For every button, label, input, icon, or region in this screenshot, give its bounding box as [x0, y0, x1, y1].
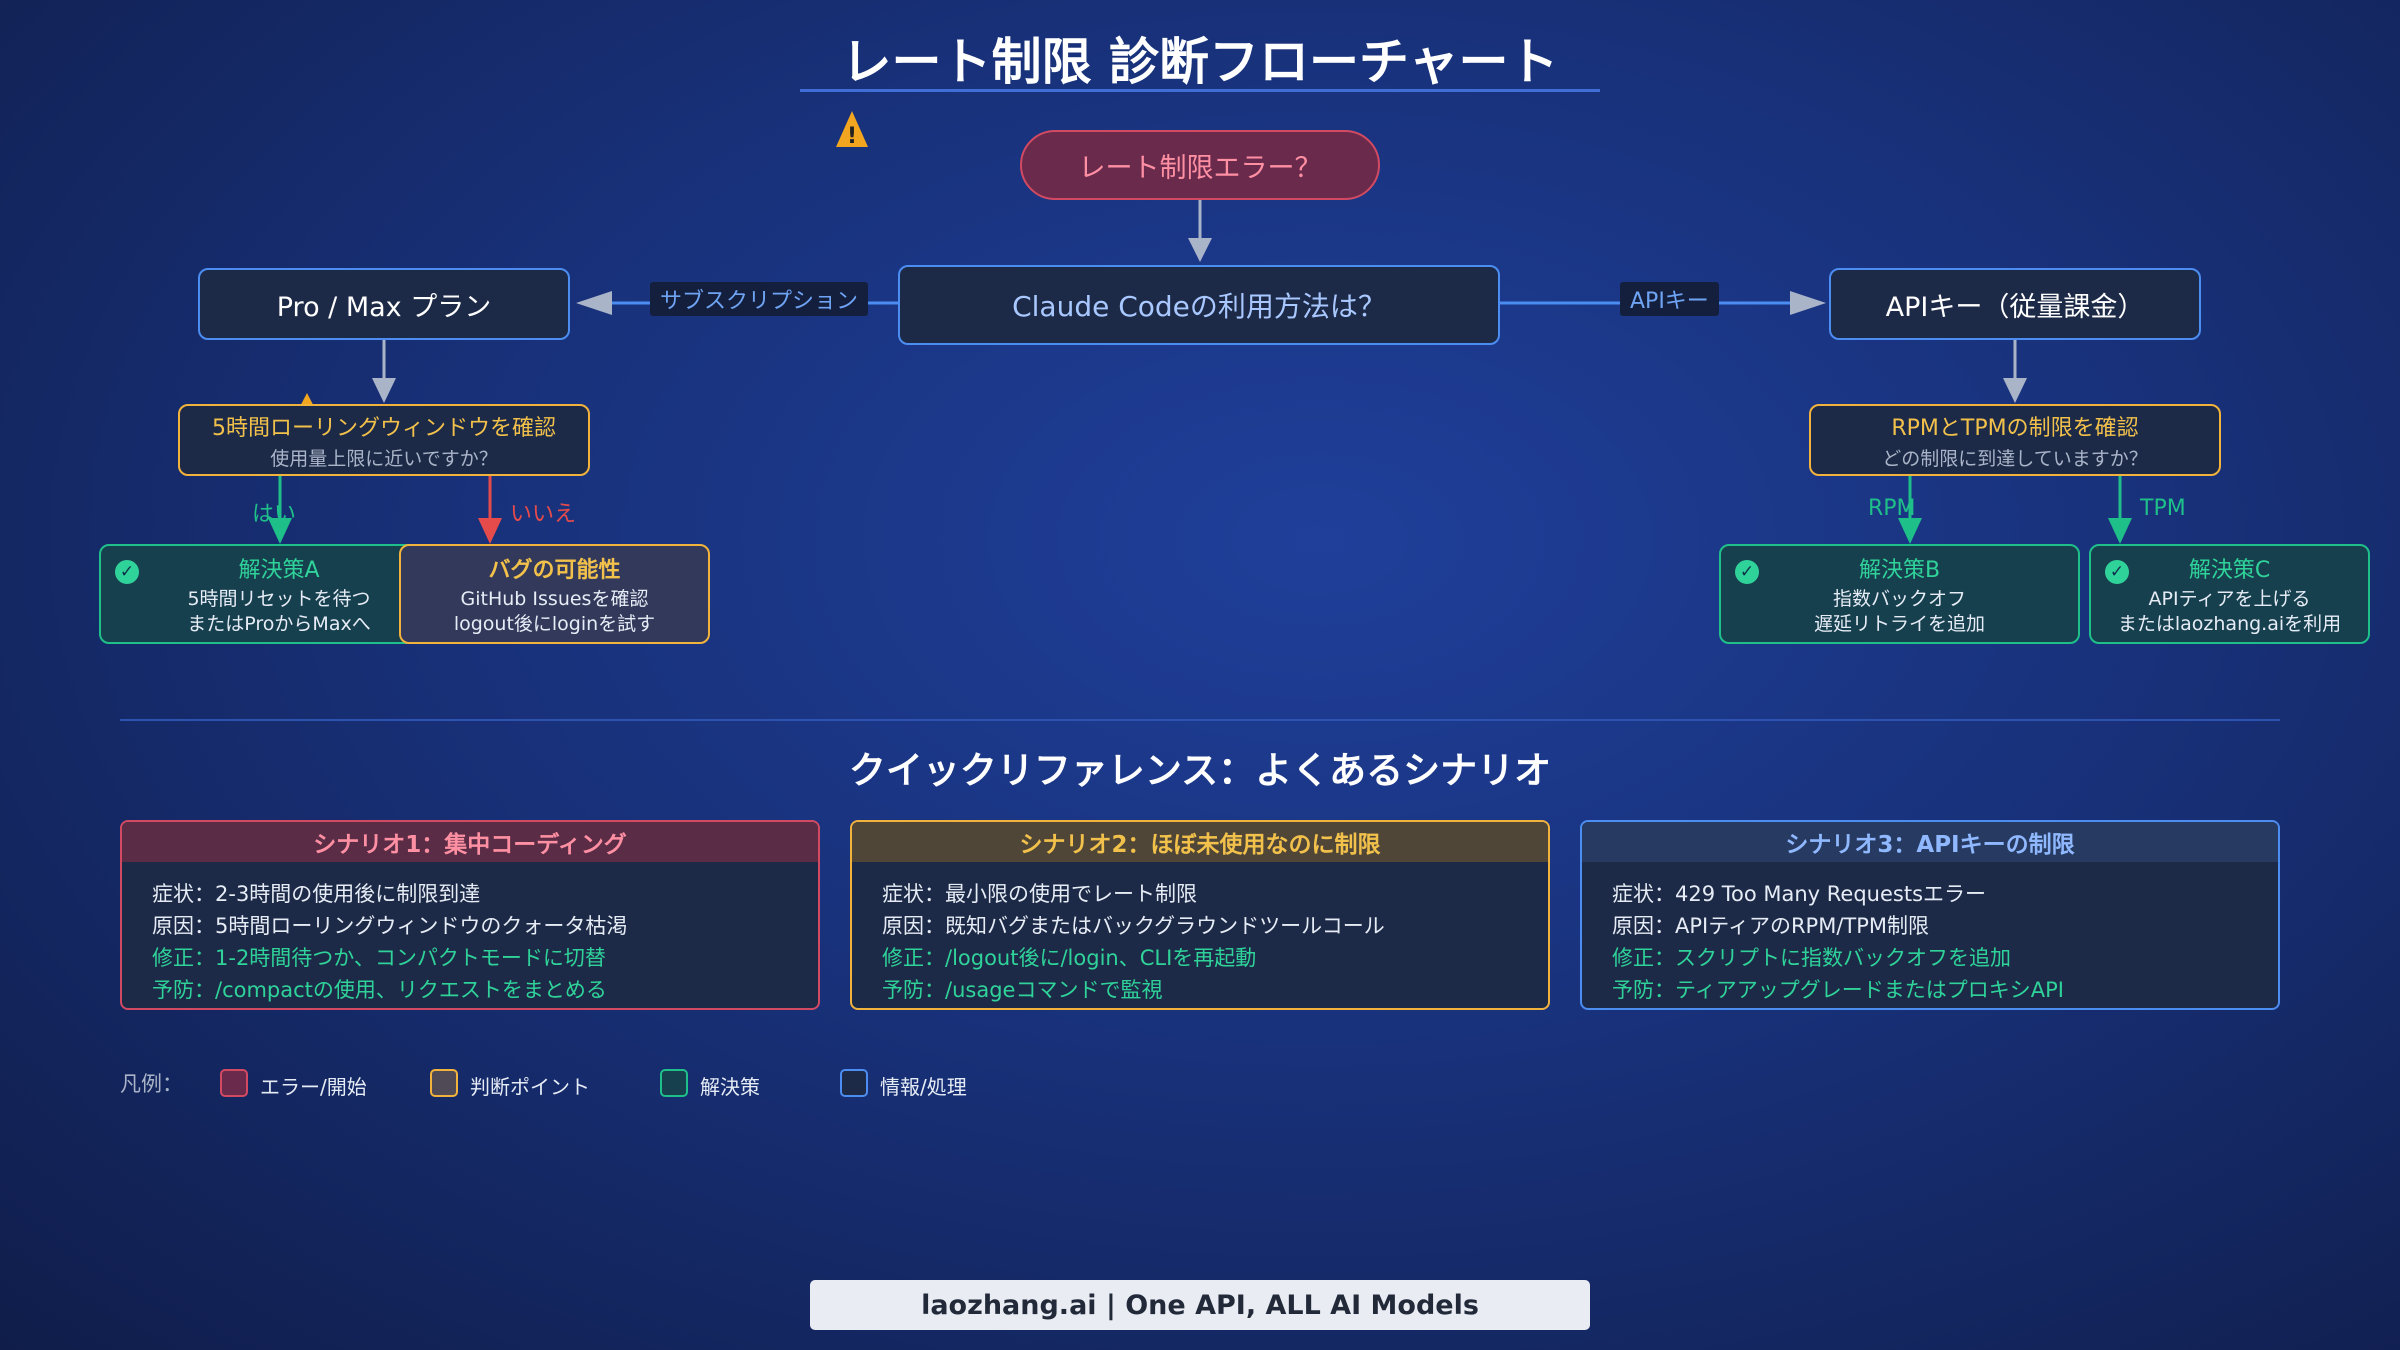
scenario-1-symptom: 症状：2-3時間の使用後に制限到達: [152, 882, 481, 906]
solution-a-line1: 5時間リセットを待つ: [187, 587, 371, 610]
scenario-2-cause: 原因：既知バグまたはバックグラウンドツールコール: [882, 914, 1385, 938]
legend-item-error: エラー/開始: [260, 1075, 367, 1099]
edge-label-rpm: RPM: [1868, 496, 1916, 521]
question-node: Claude Codeの利用方法は？: [898, 265, 1500, 345]
edge-label-api-key: APIキー: [1620, 282, 1719, 316]
rolling-window-sub: 使用量上限に近いですか？: [270, 447, 498, 470]
solution-b-line1: 指数バックオフ: [1832, 587, 1966, 610]
scenario-1-cause: 原因：5時間ローリングウィンドウのクォータ枯渇: [152, 914, 628, 938]
rpm-tpm-sub: どの制限に到達していますか？: [1882, 447, 2148, 470]
scenario-1-fix: 修正：1-2時間待つか、コンパクトモードに切替: [152, 946, 606, 970]
rpm-tpm-title: RPMとTPMの制限を確認: [1891, 415, 2139, 441]
pro-max-node: Pro / Max プラン: [198, 268, 570, 340]
pro-max-label: Pro / Max プラン: [276, 291, 492, 323]
legend-swatch-info: [840, 1069, 868, 1097]
rpm-tpm-check: RPMとTPMの制限を確認 どの制限に到達していますか？: [1809, 404, 2221, 476]
bug-line1: GitHub Issuesを確認: [460, 587, 649, 610]
scenario-2-fix: 修正：/logout後に/login、CLIを再起動: [882, 946, 1257, 970]
solution-b-line2: 遅延リトライを追加: [1813, 612, 1985, 635]
section-divider: [120, 719, 2280, 721]
edge-label-no: いいえ: [510, 502, 577, 527]
legend-swatch-error: [220, 1069, 248, 1097]
scenario-1-title: シナリオ1：集中コーディング: [122, 822, 818, 862]
scenario-1-prevent: 予防：/compactの使用、リクエストをまとめる: [152, 978, 607, 1002]
scenario-2-title: シナリオ2：ほぼ未使用なのに制限: [852, 822, 1548, 862]
edge-label-yes: はい: [252, 502, 297, 527]
scenario-3-symptom: 症状：429 Too Many Requestsエラー: [1612, 882, 1987, 906]
check-icon: ✓: [115, 560, 139, 584]
scenario-3-prevent: 予防：ティアアップグレードまたはプロキシAPI: [1612, 978, 2064, 1002]
scenario-2-prevent: 予防：/usageコマンドで監視: [882, 978, 1163, 1002]
rolling-window-title: 5時間ローリングウィンドウを確認: [212, 415, 556, 441]
scenario-card-2: シナリオ2：ほぼ未使用なのに制限 症状：最小限の使用でレート制限 原因：既知バグ…: [850, 820, 1550, 1010]
solution-c-title: 解決策C: [2188, 557, 2271, 583]
api-key-label: APIキー（従量課金）: [1885, 291, 2145, 323]
bug-node: バグの可能性 GitHub Issuesを確認 logout後にloginを試す: [399, 544, 710, 644]
solution-c-line1: APIティアを上げる: [2148, 587, 2311, 610]
question-label: Claude Codeの利用方法は？: [1012, 290, 1386, 323]
scenario-card-3: シナリオ3：APIキーの制限 症状：429 Too Many Requestsエ…: [1580, 820, 2280, 1010]
rolling-window-check: 5時間ローリングウィンドウを確認 使用量上限に近いですか？: [178, 404, 590, 476]
bug-line2: logout後にloginを試す: [453, 612, 656, 635]
legend-swatch-solution: [660, 1069, 688, 1097]
check-icon: ✓: [1735, 560, 1759, 584]
solution-c-node: ✓ 解決策C APIティアを上げる またはlaozhang.aiを利用: [2089, 544, 2370, 644]
svg-text:!: !: [847, 124, 857, 149]
scenario-3-fix: 修正：スクリプトに指数バックオフを追加: [1612, 946, 2011, 970]
scenario-3-cause: 原因：APIティアのRPM/TPM制限: [1612, 914, 1930, 938]
api-key-node: APIキー（従量課金）: [1829, 268, 2201, 340]
scenario-card-1: シナリオ1：集中コーディング 症状：2-3時間の使用後に制限到達 原因：5時間ロ…: [120, 820, 820, 1010]
start-node: レート制限エラー？: [1020, 130, 1380, 200]
solution-b-title: 解決策B: [1858, 557, 1941, 583]
legend-item-info: 情報/処理: [880, 1075, 967, 1099]
bug-title: バグの可能性: [488, 557, 621, 583]
legend-item-solution: 解決策: [700, 1075, 760, 1099]
check-icon: ✓: [2105, 560, 2129, 584]
legend-label: 凡例：: [120, 1072, 183, 1096]
footer-text: laozhang.ai | One API, ALL AI Models: [921, 1289, 1479, 1321]
edge-label-tpm: TPM: [2140, 496, 2186, 521]
solution-a-line2: またはProからMaxへ: [187, 612, 371, 635]
solution-a-title: 解決策A: [238, 557, 320, 583]
scenario-3-title: シナリオ3：APIキーの制限: [1582, 822, 2278, 862]
solution-c-line2: またはlaozhang.aiを利用: [2117, 612, 2342, 635]
scenario-2-symptom: 症状：最小限の使用でレート制限: [882, 882, 1197, 906]
start-label: レート制限エラー？: [1078, 152, 1322, 184]
page-title: レート制限 診断フローチャート: [841, 33, 1559, 91]
legend-swatch-decision: [430, 1069, 458, 1097]
solution-b-node: ✓ 解決策B 指数バックオフ 遅延リトライを追加: [1719, 544, 2080, 644]
edge-label-subscription: サブスクリプション: [650, 282, 869, 316]
legend-item-decision: 判断ポイント: [470, 1075, 590, 1099]
title-underline: [800, 89, 1600, 92]
warning-icon: !: [836, 111, 868, 149]
section-title: クイックリファレンス：よくあるシナリオ: [848, 749, 1552, 792]
footer-banner: laozhang.ai | One API, ALL AI Models: [810, 1280, 1590, 1330]
